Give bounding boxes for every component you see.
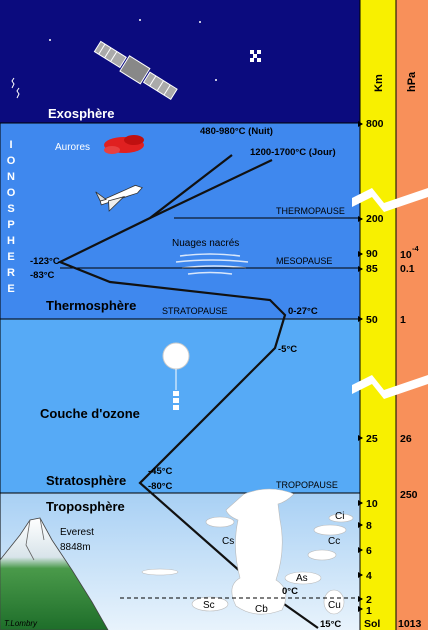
- everest-mountain: [0, 517, 109, 630]
- cirrus-cloud: [328, 513, 354, 523]
- hpa-tick-exponent: -4: [412, 244, 419, 253]
- cloud-cc-label: Cc: [328, 536, 340, 547]
- km-tick-10: 10: [366, 498, 378, 510]
- nacreous-clouds: [175, 253, 249, 275]
- stratopause-label: STRATOPAUSE: [162, 306, 228, 316]
- temp-15-label: 15°C: [320, 619, 341, 630]
- hpa-tick-1: 1: [400, 314, 406, 326]
- hpa-axis-title: hPa: [406, 71, 418, 92]
- km-tick-25: 25: [366, 433, 378, 445]
- svg-text:O: O: [7, 155, 16, 167]
- cloud-cb-label: Cb: [255, 604, 268, 615]
- km-tick-90: 90: [366, 248, 378, 260]
- everest-label: Everest: [60, 527, 94, 538]
- hpa-tick-250: 250: [400, 489, 418, 501]
- stratocumulus-cloud: [191, 596, 229, 612]
- km-tick-2: 2: [366, 594, 372, 606]
- thermosphere-band: [0, 123, 360, 319]
- satellite-icon: [93, 40, 178, 100]
- km-tick-800: 800: [366, 118, 384, 130]
- temp-day-label: 1200-1700°C (Jour): [250, 147, 336, 158]
- star-field: [49, 19, 261, 81]
- altostratus-cloud: [284, 571, 322, 585]
- mesopause-label: MESOPAUSE: [276, 256, 332, 266]
- temp-m83-label: -83°C: [30, 270, 55, 281]
- shuttle-icon: [95, 184, 143, 212]
- km-tick-4: 4: [366, 570, 372, 582]
- temp-m80-label: -80°C: [148, 481, 173, 492]
- nuages-label: Nuages nacrés: [172, 238, 239, 249]
- km-tick-200: 200: [366, 213, 384, 225]
- svg-text:R: R: [7, 267, 15, 279]
- hpa-tick-1e-4: 10: [400, 249, 412, 261]
- aurora-icon: [104, 135, 144, 154]
- temp-0-label: 0°C: [282, 586, 298, 597]
- cloud-sc-label: Sc: [203, 600, 215, 611]
- svg-text:E: E: [7, 251, 14, 263]
- weather-balloon-icon: [162, 342, 190, 410]
- cloud-ci-label: Ci: [335, 511, 344, 522]
- temperature-profile: [57, 154, 319, 629]
- temp-m45-label: -45°C: [148, 466, 173, 477]
- cirrostratus-cloud: [205, 516, 235, 528]
- km-tick-85: 85: [366, 263, 378, 275]
- temp-m5-label: -5°C: [278, 344, 297, 355]
- stratosphere-label: Stratosphère: [46, 473, 126, 488]
- km-tick-1: 1: [366, 605, 372, 617]
- ionosphere-label: I O N O S P H E R E: [7, 139, 16, 295]
- tropopause-label: TROPOPAUSE: [276, 480, 338, 490]
- cloud-cu-label: Cu: [328, 600, 341, 611]
- cumulus-cloud: [323, 589, 345, 615]
- cloud-cs-label: Cs: [222, 536, 234, 547]
- cloud-as-label: As: [296, 573, 308, 584]
- troposphere-label: Troposphère: [46, 499, 125, 514]
- svg-text:S: S: [7, 203, 14, 215]
- exosphere-label: Exosphère: [48, 106, 114, 121]
- km-axis-title: Km: [373, 74, 385, 92]
- km-tick-8: 8: [366, 520, 372, 532]
- tropo-clouds: [141, 488, 354, 615]
- svg-text:N: N: [7, 171, 15, 183]
- thermopause-label: THERMOPAUSE: [276, 206, 345, 216]
- everest-height-label: 8848m: [60, 542, 91, 553]
- svg-text:O: O: [7, 187, 16, 199]
- hpa-axis-bar: [396, 0, 428, 630]
- svg-text:P: P: [7, 219, 14, 231]
- hpa-tick-26: 26: [400, 433, 412, 445]
- temperature-profile-day: [149, 159, 273, 219]
- axis-break-lower: [352, 375, 428, 399]
- km-axis-bar: [360, 0, 396, 630]
- svg-text:H: H: [7, 235, 15, 247]
- hpa-tick-1013: 1013: [398, 618, 422, 630]
- svg-text:E: E: [7, 283, 14, 295]
- aurores-label: Aurores: [55, 142, 90, 153]
- km-tick-marks: [358, 121, 363, 612]
- svg-text:I: I: [9, 139, 12, 151]
- axis-break-upper: [352, 188, 428, 212]
- km-tick-6: 6: [366, 545, 372, 557]
- ozone-layer-label: Couche d'ozone: [40, 406, 140, 421]
- cumulonimbus-cloud: [225, 488, 295, 615]
- cirrocumulus-cloud: [313, 524, 347, 536]
- credit-label: T.Lombry: [4, 619, 38, 628]
- temp-night-label: 480-980°C (Nuit): [200, 126, 273, 137]
- thermosphere-label: Thermosphère: [46, 298, 136, 313]
- temp-0-27-label: 0-27°C: [288, 306, 318, 317]
- temp-m123-label: -123°C: [30, 256, 60, 267]
- exosphere-band: [0, 0, 360, 123]
- km-tick-50: 50: [366, 314, 378, 326]
- meteor-icon: [11, 77, 20, 99]
- km-tick-sol: Sol: [364, 618, 380, 630]
- hpa-tick-0-1: 0.1: [400, 263, 415, 275]
